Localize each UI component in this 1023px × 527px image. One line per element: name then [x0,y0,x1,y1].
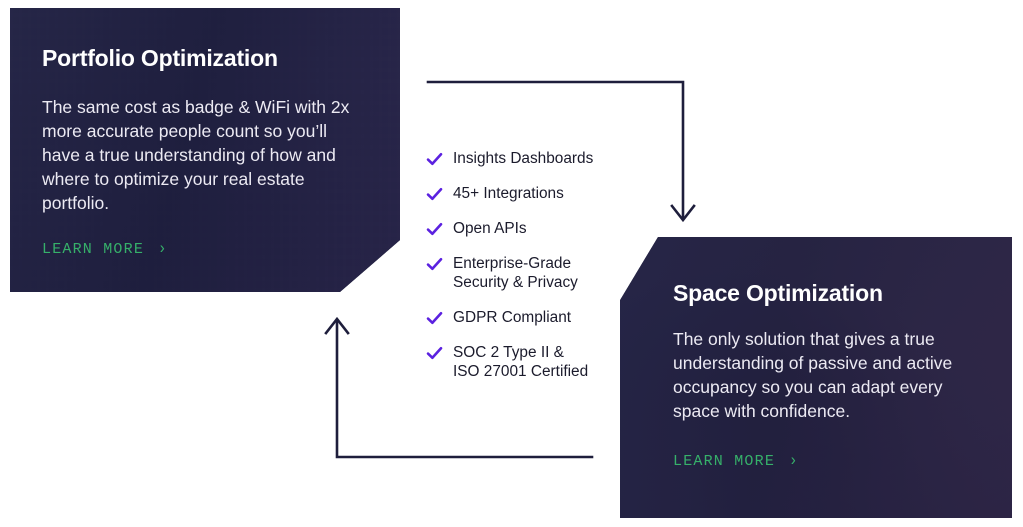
list-item: Enterprise-Grade Security & Privacy [426,254,612,292]
space-learn-more-label: LEARN MORE [673,453,776,470]
office-meeting-photo [620,237,1012,518]
feature-label: Open APIs [453,220,527,237]
list-item: Open APIs [426,219,612,238]
card-space-optimization[interactable]: Space Optimization The only solution tha… [620,237,1012,518]
check-icon [426,151,443,168]
feature-label: 45+ Integrations [453,185,564,202]
check-icon [426,345,443,362]
feature-label: SOC 2 Type II & ISO 27001 Certified [453,344,589,380]
card-portfolio-body: The same cost as badge & WiFi with 2x mo… [42,97,350,213]
card-space-title: Space Optimization [673,280,883,306]
check-icon [426,256,443,273]
card-portfolio-content: Portfolio Optimization The same cost as … [10,8,400,258]
chevron-right-icon: › [157,240,168,259]
list-item: 45+ Integrations [426,184,612,203]
list-item: GDPR Compliant [426,308,612,327]
check-icon [426,186,443,203]
list-item: SOC 2 Type II & ISO 27001 Certified [426,343,612,381]
feature-checklist: Insights Dashboards 45+ Integrations Ope… [426,149,612,381]
feature-label: GDPR Compliant [453,309,572,326]
feature-label: Insights Dashboards [453,150,594,167]
space-learn-more-link[interactable]: LEARN MORE › [673,453,799,470]
card-space-body: The only solution that gives a true unde… [673,329,953,421]
city-skyline-photo [10,8,400,292]
portfolio-learn-more-label: LEARN MORE [42,241,145,258]
card-portfolio-title: Portfolio Optimization [42,45,278,71]
card-portfolio-optimization[interactable]: Portfolio Optimization The same cost as … [10,8,400,292]
check-icon [426,221,443,238]
list-item: Insights Dashboards [426,149,612,168]
feature-label: Enterprise-Grade Security & Privacy [453,255,578,291]
chevron-right-icon: › [788,452,799,471]
check-icon [426,310,443,327]
portfolio-learn-more-link[interactable]: LEARN MORE › [42,241,168,258]
card-space-content: Space Optimization The only solution tha… [620,237,1012,470]
